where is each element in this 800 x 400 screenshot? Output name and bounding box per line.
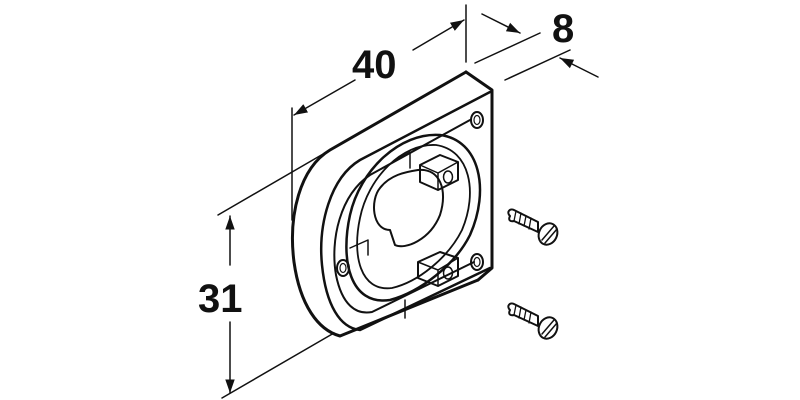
upper-threaded-block bbox=[419, 154, 459, 191]
dimension-depth: 8 bbox=[474, 7, 599, 81]
screw-upper bbox=[507, 208, 559, 246]
dimension-label-depth: 8 bbox=[552, 7, 574, 51]
screw-lower bbox=[507, 302, 559, 340]
mounting-holes bbox=[336, 111, 484, 277]
rosette-frame bbox=[291, 70, 494, 338]
lower-threaded-block bbox=[417, 251, 459, 287]
dimension-label-height: 31 bbox=[198, 277, 243, 321]
dimension-height: 31 bbox=[198, 149, 335, 399]
dimension-label-width: 40 bbox=[352, 43, 397, 87]
dimension-width: 40 bbox=[291, 4, 467, 221]
